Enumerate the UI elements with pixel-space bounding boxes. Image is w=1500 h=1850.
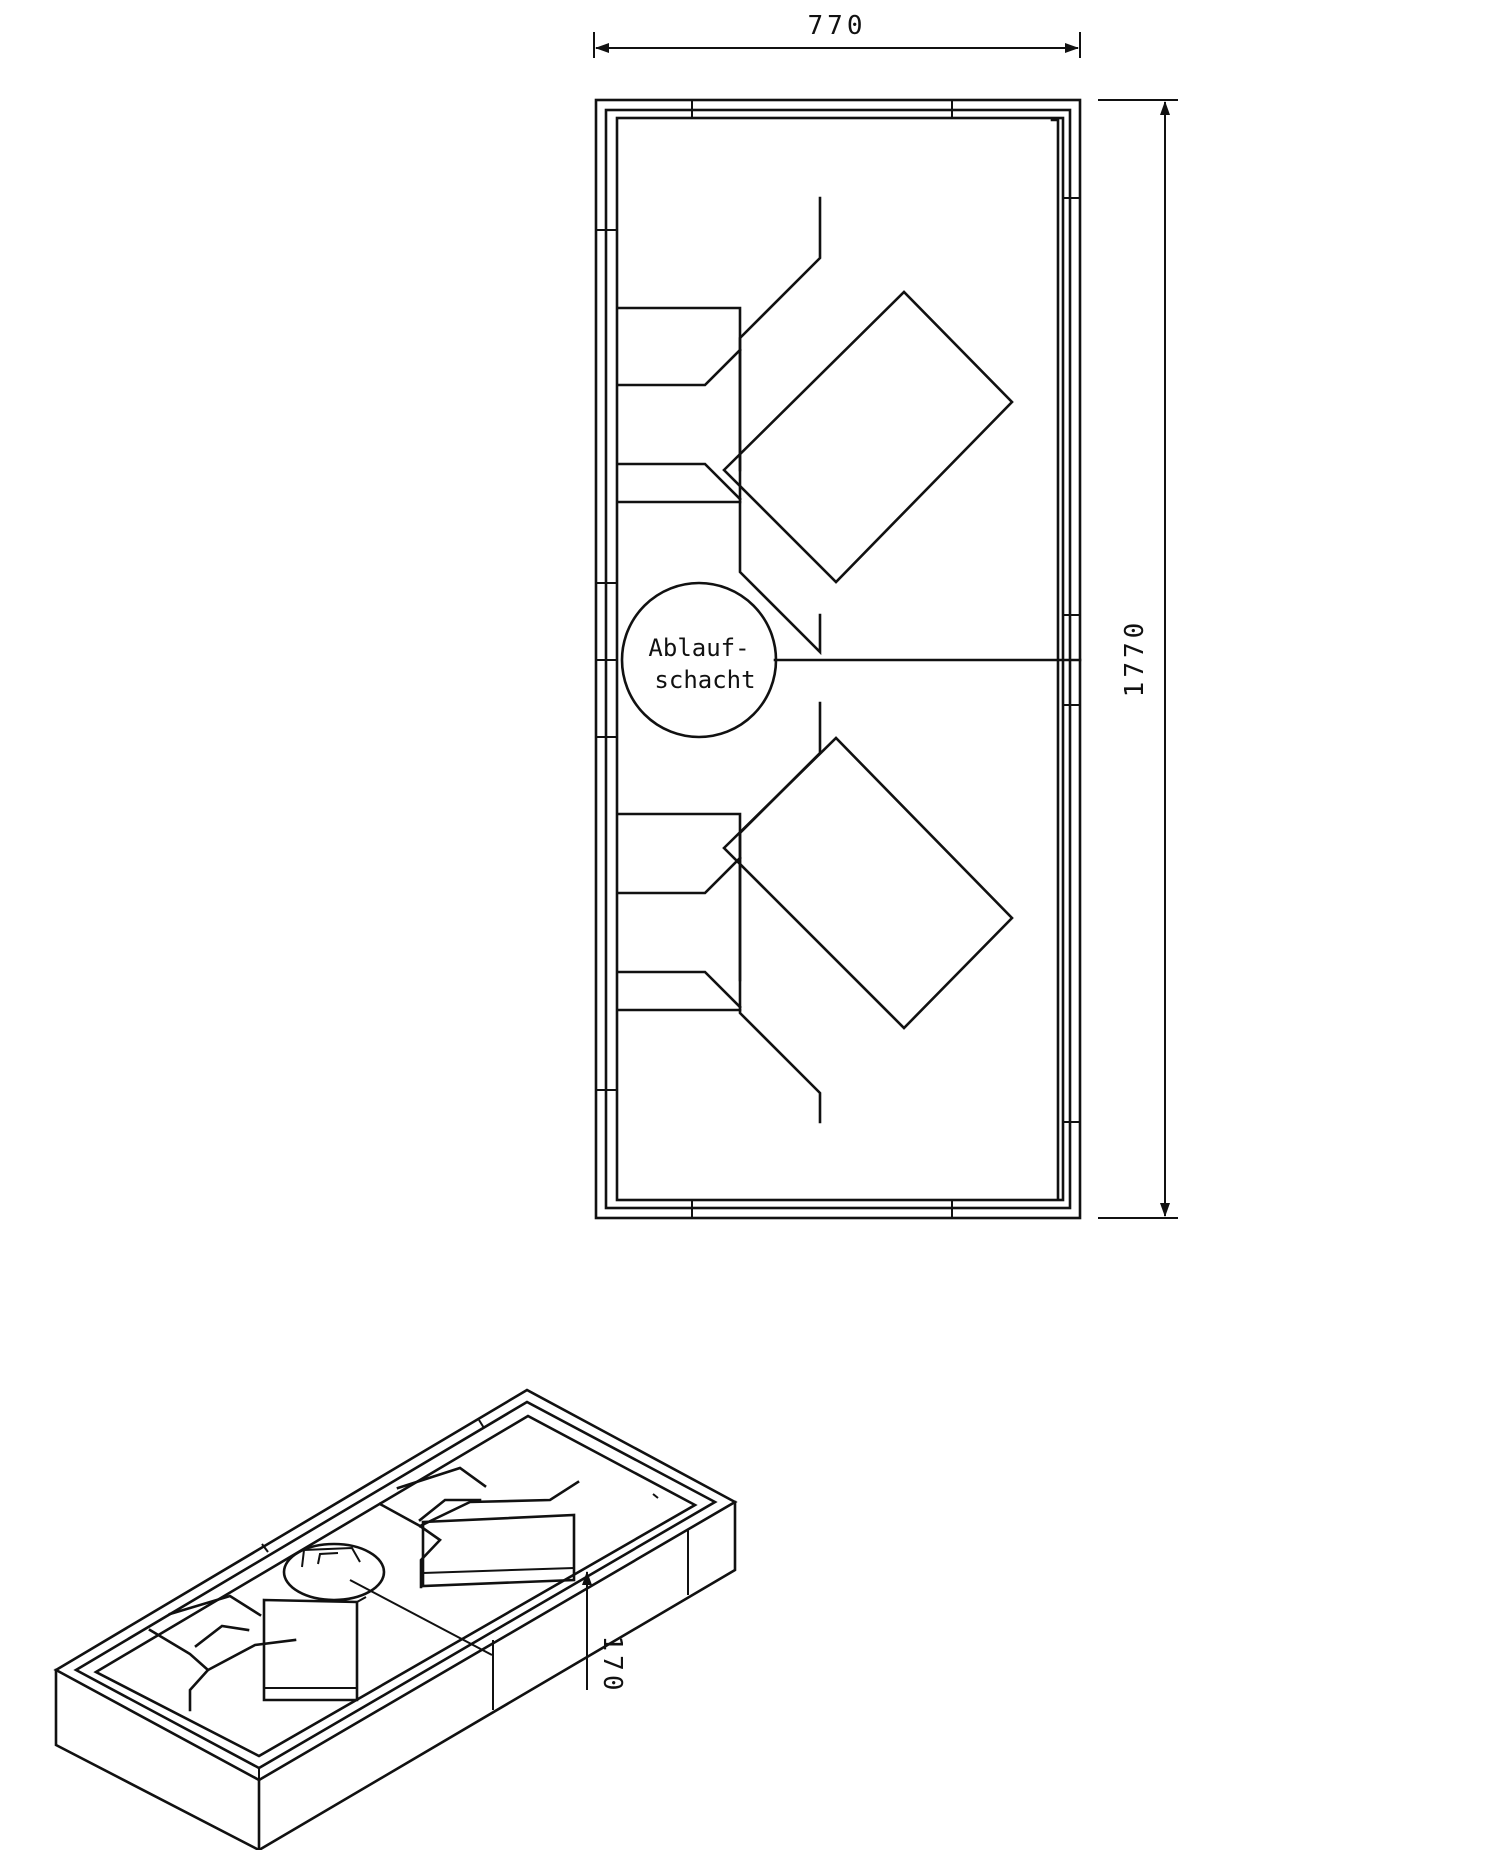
height-dimension: 1770 <box>1098 99 1178 1219</box>
tray-outline <box>594 98 1082 1220</box>
drain-label-line2: schacht <box>654 666 755 694</box>
iso-drain-shaft <box>282 1542 386 1602</box>
upper-foot-bracket <box>616 196 1014 656</box>
lower-foot-bracket <box>616 701 1014 1124</box>
isometric-view: 170 <box>53 1388 738 1850</box>
top-view: 770 1770 <box>593 11 1178 1220</box>
width-dimension: 770 <box>593 11 1081 58</box>
drain-shaft: Ablauf- schacht <box>620 581 778 739</box>
height-dimension-label: 1770 <box>1120 619 1150 698</box>
iso-upper-bracket <box>378 1466 580 1589</box>
depth-dimension: 170 <box>582 1571 627 1695</box>
width-dimension-label: 770 <box>808 11 867 41</box>
iso-tray-body <box>53 1388 738 1850</box>
drain-label-line1: Ablauf- <box>648 634 749 662</box>
iso-lower-bracket <box>148 1594 367 1712</box>
depth-dimension-label: 170 <box>597 1636 627 1695</box>
